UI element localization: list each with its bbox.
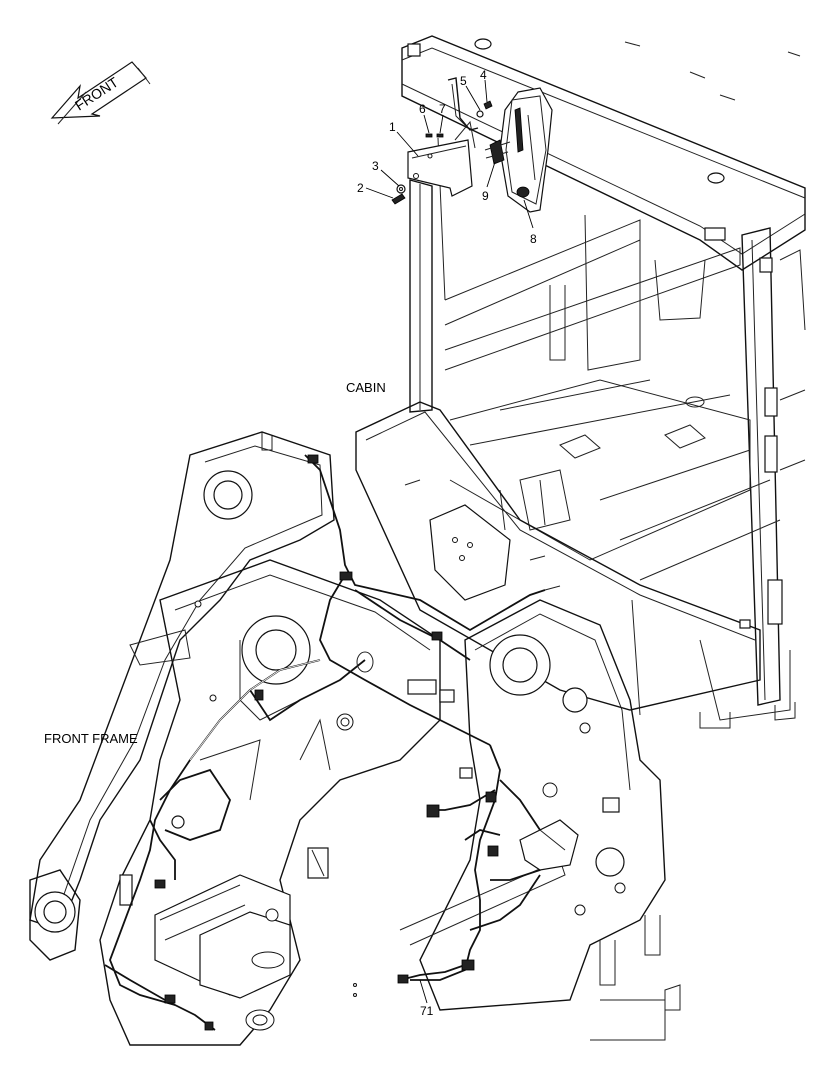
cabin-label: CABIN xyxy=(346,380,386,395)
callout-leaders xyxy=(365,79,534,1004)
callout-4: 4 xyxy=(480,68,487,82)
mirror-assembly xyxy=(391,77,553,213)
callout-9: 9 xyxy=(482,189,489,203)
callout-2: 2 xyxy=(357,181,364,195)
front-frame xyxy=(29,431,681,1046)
front-frame-label: FRONT FRAME xyxy=(44,731,138,746)
callout-5: 5 xyxy=(460,74,467,88)
callout-7: 7 xyxy=(439,102,446,116)
cabin-roof xyxy=(401,35,806,271)
callout-1: 1 xyxy=(389,120,396,134)
mirror-bracket xyxy=(407,139,473,197)
callout-6: 6 xyxy=(419,102,426,116)
callout-8: 8 xyxy=(530,232,537,246)
side-mirror xyxy=(499,87,553,213)
wiring-harness xyxy=(104,454,579,1031)
cabin-body xyxy=(355,137,806,729)
harness-71 xyxy=(399,964,466,981)
callout-71: 71 xyxy=(420,1004,434,1018)
callout-3: 3 xyxy=(372,159,379,173)
front-arrow-icon: FRONT xyxy=(50,61,151,125)
callout-numbers: 1 2 3 4 5 6 7 8 9 71 xyxy=(357,68,537,1018)
